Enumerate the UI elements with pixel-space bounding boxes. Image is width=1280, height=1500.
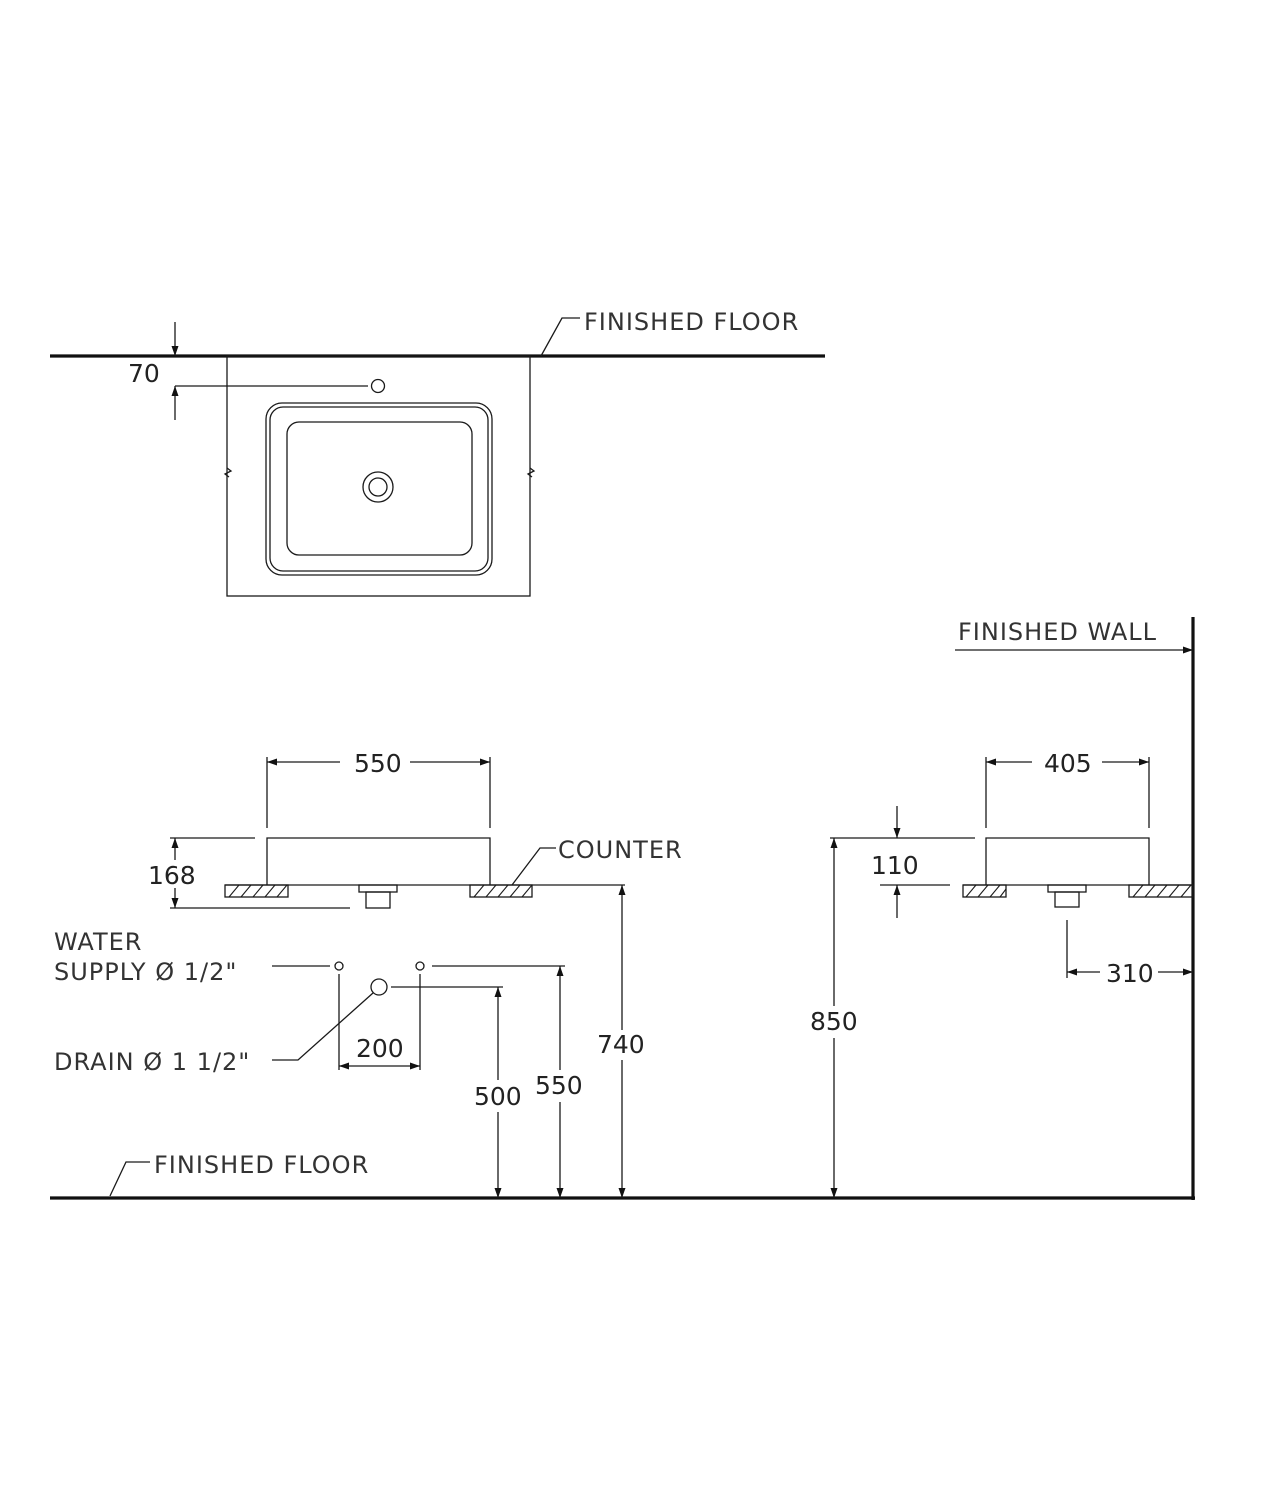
side-dim-405: 405 bbox=[1044, 749, 1092, 778]
plan-basin-bowl bbox=[286, 421, 473, 556]
plan-drain-outer bbox=[362, 471, 394, 503]
plan-drain-inner bbox=[368, 477, 388, 497]
drain-outlet bbox=[370, 978, 388, 996]
plan-floor-label: FINISHED FLOOR bbox=[584, 308, 799, 336]
front-counter-hatch-right bbox=[469, 884, 533, 898]
plan-basin-outer bbox=[265, 402, 493, 576]
water-label-line-2: SUPPLY Ø 1/2" bbox=[54, 958, 237, 986]
front-counter-hatch-left bbox=[224, 884, 289, 898]
plan-view: FINISHED FLOOR 70 bbox=[50, 308, 825, 597]
dim-550-height: 550 bbox=[535, 1071, 583, 1100]
front-basin bbox=[266, 837, 491, 885]
side-dim-310: 310 bbox=[1106, 959, 1154, 988]
plan-floor-leader bbox=[540, 317, 580, 357]
water-supply-right bbox=[415, 961, 425, 971]
dim-740: 740 bbox=[597, 1030, 645, 1059]
drain-leader bbox=[272, 992, 374, 1061]
front-counter-hatch-right-lines bbox=[473, 884, 533, 898]
side-drain-flange bbox=[1047, 884, 1087, 893]
counter-label: COUNTER bbox=[558, 836, 683, 864]
side-counter-hatch-left-lines bbox=[965, 884, 1007, 898]
plan-dim-70: 70 bbox=[128, 359, 160, 388]
front-elevation: FINISHED FLOOR 550 168 bbox=[50, 749, 1195, 1200]
plan-break-mark-right bbox=[526, 467, 536, 478]
dim-500: 500 bbox=[474, 1082, 522, 1111]
front-drain-body bbox=[365, 891, 391, 909]
plan-basin-outer-inner bbox=[269, 406, 489, 572]
side-dim-110: 110 bbox=[871, 851, 919, 880]
plan-tap-hole bbox=[370, 378, 386, 394]
plan-break-mark-left bbox=[223, 467, 233, 478]
counter-leader bbox=[511, 847, 556, 886]
side-counter-hatch-right bbox=[1128, 884, 1194, 898]
floor-leader bbox=[109, 1161, 150, 1197]
dim-200: 200 bbox=[356, 1034, 404, 1063]
floor-label: FINISHED FLOOR bbox=[154, 1151, 369, 1179]
drain-label: DRAIN Ø 1 1/2" bbox=[54, 1048, 250, 1076]
side-dim-850: 850 bbox=[810, 1007, 858, 1036]
water-label-line-1: WATER bbox=[54, 928, 142, 956]
water-supply-left bbox=[334, 961, 344, 971]
wall-label: FINISHED WALL bbox=[958, 618, 1157, 646]
front-dim-550-width: 550 bbox=[354, 749, 402, 778]
side-counter-hatch-right-lines bbox=[1132, 884, 1192, 898]
front-counter-hatch-left-lines bbox=[228, 884, 288, 898]
side-drain-body bbox=[1054, 891, 1080, 908]
side-elevation: FINISHED WALL 405 110 bbox=[810, 617, 1195, 1200]
front-drain-flange bbox=[358, 884, 398, 893]
side-basin bbox=[985, 837, 1150, 885]
side-counter-hatch-left bbox=[962, 884, 1007, 898]
front-dim-168: 168 bbox=[148, 861, 196, 890]
